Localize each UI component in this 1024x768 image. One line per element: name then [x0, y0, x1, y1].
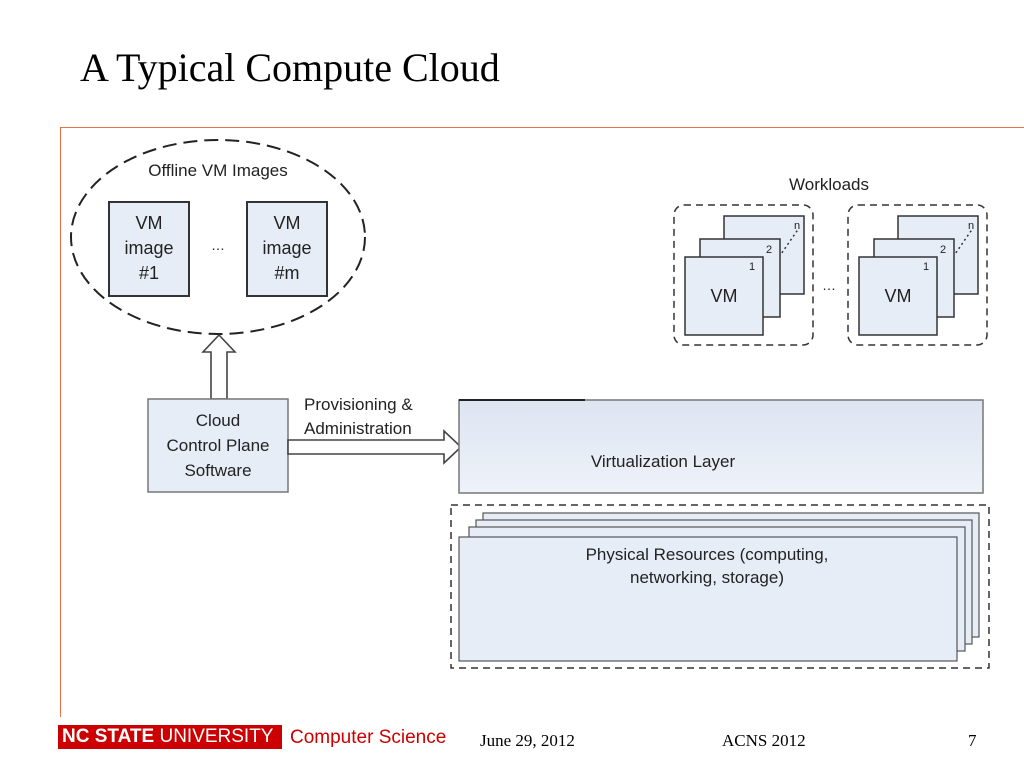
frame-left-line	[60, 127, 61, 717]
control-plane-box	[147, 398, 289, 493]
provisioning-label-line2: Administration	[304, 419, 412, 438]
control-plane-line1: Cloud	[196, 411, 240, 430]
vm-image-first-line3: #1	[139, 263, 159, 283]
workload-first-index-n: n	[794, 220, 800, 232]
provisioning-arrow	[287, 429, 463, 465]
ncsu-logo-bold: NC STATE	[62, 726, 155, 747]
workload-group-first: n 2 1 VM	[673, 204, 814, 346]
virtualization-layer-label: Virtualization Layer	[591, 452, 736, 471]
provisioning-label-line1: Provisioning &	[304, 395, 413, 414]
workload-first-vm-box	[684, 256, 764, 336]
vm-image-last-line2: image	[262, 238, 311, 258]
workloads-ellipsis: …	[822, 277, 836, 293]
frame-top-line	[60, 127, 1024, 128]
workload-group-last: n 2 1 VM	[847, 204, 988, 346]
ncsu-logo-rest: UNIVERSITY	[154, 726, 274, 747]
slide-title: A Typical Compute Cloud	[80, 45, 500, 90]
vm-image-last-box	[246, 201, 328, 297]
control-plane-group: Cloud Control Plane Software	[147, 398, 289, 493]
physical-resources-line2: networking, storage)	[630, 568, 784, 587]
workload-group-last-border	[847, 204, 988, 346]
offline-images-ellipse	[70, 139, 366, 335]
vm-image-last-line1: VM	[274, 213, 301, 233]
vm-image-first-line1: VM	[136, 213, 163, 233]
vm-images-ellipsis: …	[211, 237, 225, 253]
workload-last-index-n: n	[968, 220, 974, 232]
physical-resources-group: Physical Resources (computing, networkin…	[450, 504, 990, 669]
workloads-label: Workloads	[789, 175, 869, 194]
control-plane-line2: Control Plane	[166, 436, 269, 455]
workload-first-vm-label: VM	[711, 286, 738, 306]
workload-last-vm-label: VM	[885, 286, 912, 306]
workload-group-first-border	[673, 204, 814, 346]
vm-image-first-line2: image	[124, 238, 173, 258]
footer-page-number: 7	[968, 731, 977, 750]
virtualization-layer-box	[458, 399, 984, 494]
virtualization-layer-group: Virtualization Layer	[458, 399, 984, 494]
footer-date: June 29, 2012	[480, 731, 575, 750]
footer-conference: ACNS 2012	[722, 731, 806, 750]
vm-image-last-line3: #m	[274, 263, 299, 283]
workload-last-vm-box	[858, 256, 938, 336]
offline-images-label: Offline VM Images	[148, 161, 288, 180]
ncsu-logo: NC STATE UNIVERSITY	[58, 725, 282, 749]
control-plane-line3: Software	[184, 461, 251, 480]
physical-resources-line1: Physical Resources (computing,	[586, 545, 829, 564]
up-arrow	[201, 333, 237, 400]
workload-last-index-1: 1	[923, 261, 929, 273]
workload-first-index-1: 1	[749, 261, 755, 273]
workload-last-index-2: 2	[940, 244, 946, 256]
offline-vm-images-group: Offline VM Images VM image #1 … VM image…	[70, 139, 366, 335]
workload-first-index-2: 2	[766, 244, 772, 256]
physical-resources-box	[458, 536, 958, 662]
vm-image-first-box	[108, 201, 190, 297]
footer-department: Computer Science	[290, 727, 447, 748]
physical-resources-dashed-border	[450, 504, 990, 669]
